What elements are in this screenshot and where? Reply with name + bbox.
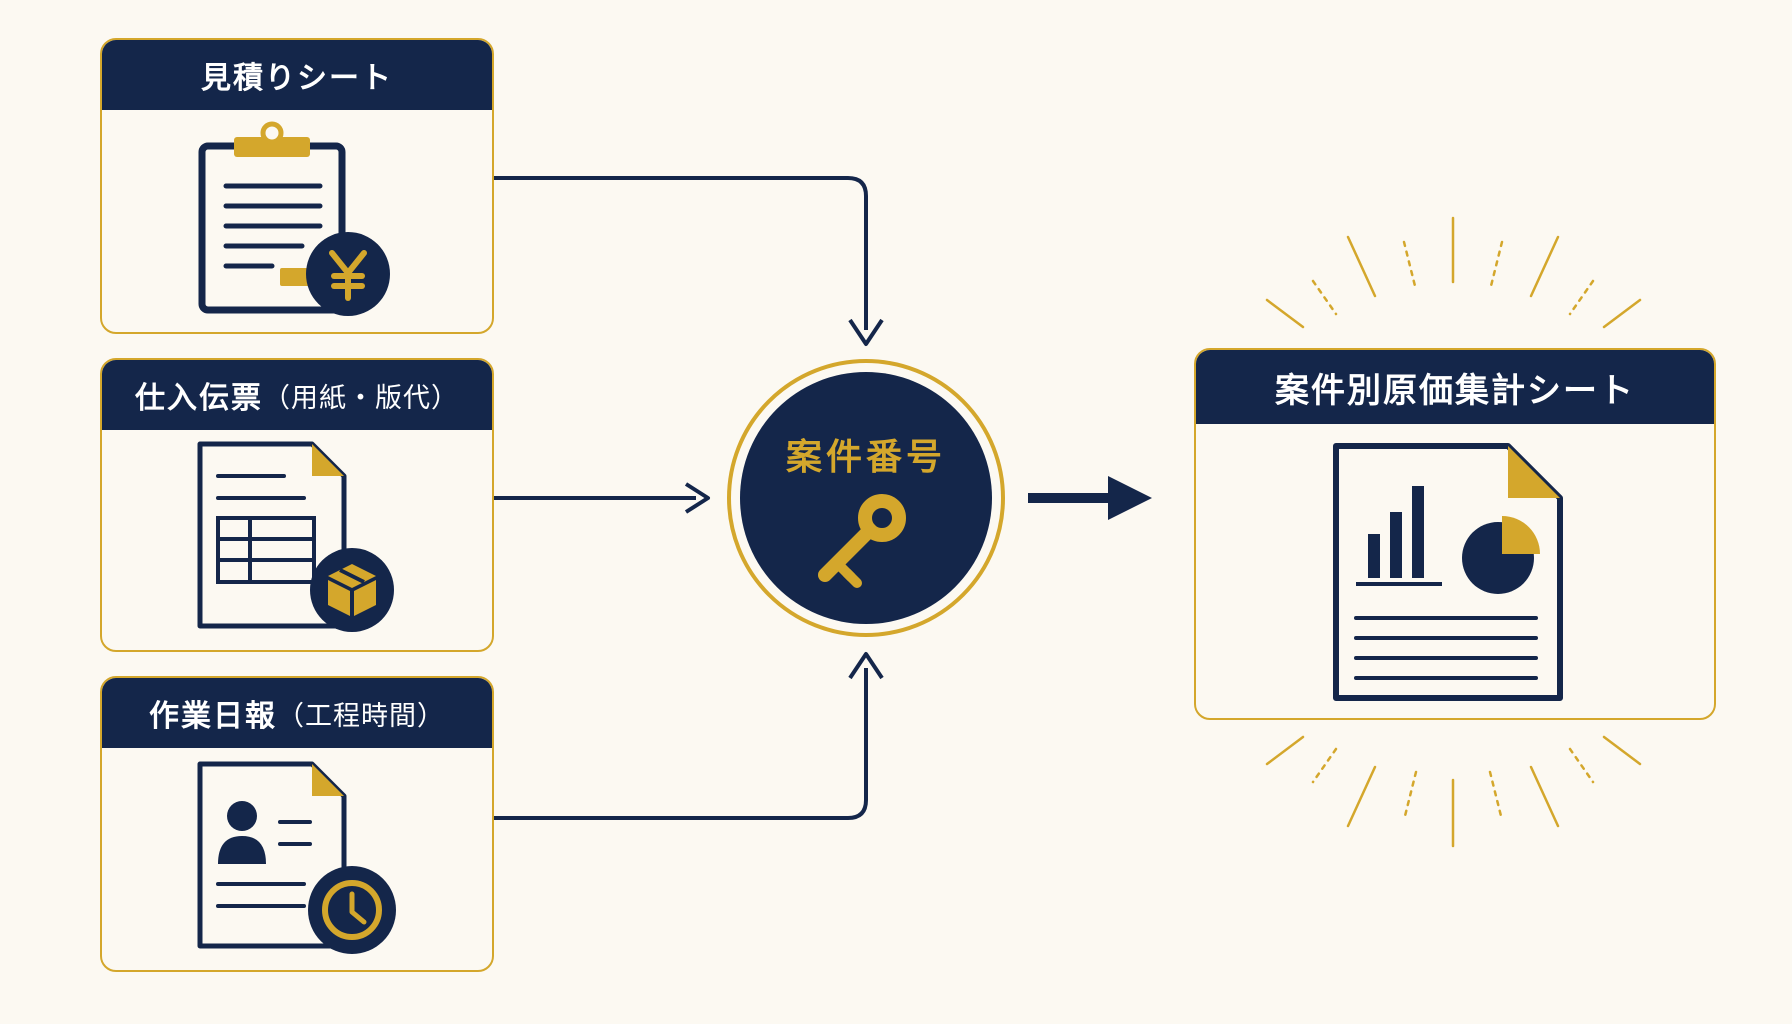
arrowhead-purchase [684, 482, 710, 514]
card-header: 作業日報 （工程時間） [102, 678, 492, 748]
hub-label: 案件番号 [785, 437, 946, 478]
arrowhead-estimate [848, 318, 884, 346]
card-title: 見積りシート [201, 61, 393, 96]
output-title: 案件別原価集計シート [1275, 370, 1635, 411]
chart-report-icon [1333, 443, 1563, 701]
source-card-purchase: 仕入伝票 （用紙・版代） [100, 358, 494, 652]
table-document-box-icon [197, 441, 394, 632]
card-title: 作業日報 [149, 699, 277, 734]
connector-estimate [494, 176, 868, 330]
burst-rays-top [1265, 216, 1642, 329]
clipboard-yen-icon [198, 121, 390, 316]
card-header: 見積りシート [102, 40, 492, 110]
card-subtitle: （用紙・版代） [263, 382, 459, 414]
arrowhead-workreport [848, 652, 884, 680]
arrowhead-output [1108, 476, 1152, 520]
source-card-workreport: 作業日報 （工程時間） [100, 676, 494, 972]
hub-circle [740, 372, 992, 624]
output-card: 案件別原価集計シート [1194, 348, 1716, 720]
card-subtitle: （工程時間） [277, 700, 445, 732]
card-title: 仕入伝票 [135, 381, 263, 416]
output-card-header: 案件別原価集計シート [1196, 350, 1714, 424]
burst-rays-bottom [1265, 735, 1642, 848]
source-card-estimate: 見積りシート [100, 38, 494, 334]
key-icon [818, 494, 906, 588]
person-document-clock-icon [197, 761, 396, 954]
card-header: 仕入伝票 （用紙・版代） [102, 360, 492, 430]
connector-workreport [494, 668, 868, 820]
